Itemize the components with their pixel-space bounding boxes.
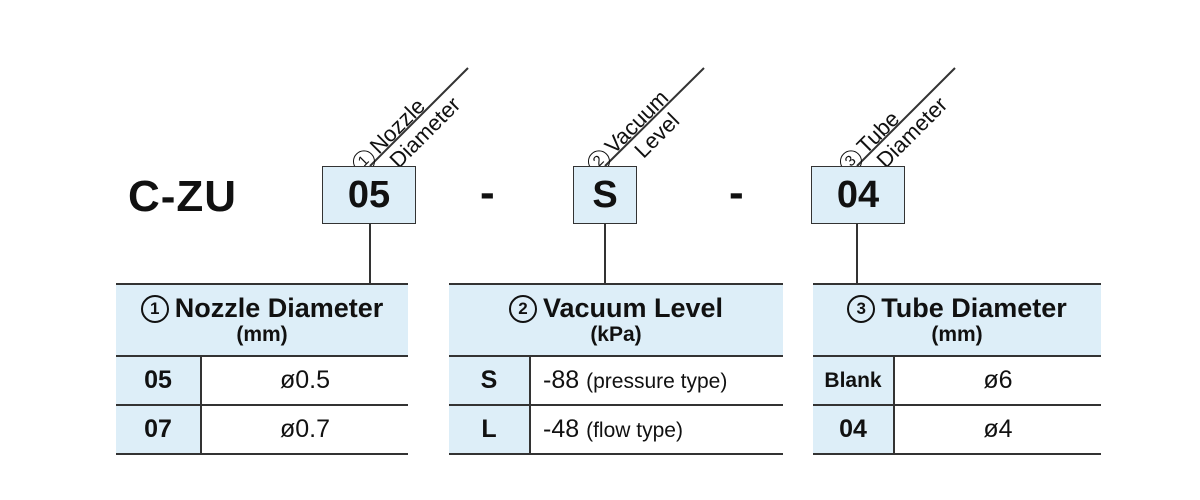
table-unit: (mm) [931,323,983,347]
nozzle-code-box: 05 [322,166,416,224]
title-text: Vacuum Level [542,292,724,323]
number-two-icon: 2 [508,295,537,324]
separator-dash: - [729,168,744,217]
row-value: -88 [543,366,580,394]
row-key: L [449,405,531,455]
row-key: S [449,356,531,406]
row-value: ø0.5 [201,356,408,406]
row-value: -48 [543,415,580,443]
row-key: Blank [813,356,895,406]
row-note: (pressure type) [586,370,728,393]
table-unit: (kPa) [590,323,642,347]
row-key: 07 [116,405,202,455]
model-code: C-ZU [128,172,238,221]
table-row: Blank ø6 [813,356,1101,406]
row-value: ø6 [894,356,1101,406]
table-row: 07 ø0.7 [116,405,408,455]
number-three-icon: 3 [847,295,876,324]
title-text: Tube Diameter [881,292,1067,323]
separator-dash: - [480,168,495,217]
table-row: 04 ø4 [813,405,1101,455]
row-value-cell: -48 (flow type) [530,405,783,455]
row-value: ø4 [894,405,1101,455]
tube-leader-line [856,67,956,167]
table-row: L -48 (flow type) [449,405,783,455]
row-note: (flow type) [586,419,683,442]
row-value-cell: -88 (pressure type) [530,356,783,406]
row-key: 05 [116,356,202,406]
row-value: ø0.7 [201,405,408,455]
table-row: S -88 (pressure type) [449,356,783,406]
row-key: 04 [813,405,895,455]
table-row: 05 ø0.5 [116,356,408,406]
vacuum-leader-line [604,67,705,167]
tube-code-box: 04 [811,166,905,224]
title-text: Nozzle Diameter [174,292,384,323]
vacuum-code-box: S [573,166,637,224]
table-unit: (mm) [236,323,288,347]
number-one-icon: 1 [140,295,169,324]
nozzle-leader-line [369,67,469,167]
